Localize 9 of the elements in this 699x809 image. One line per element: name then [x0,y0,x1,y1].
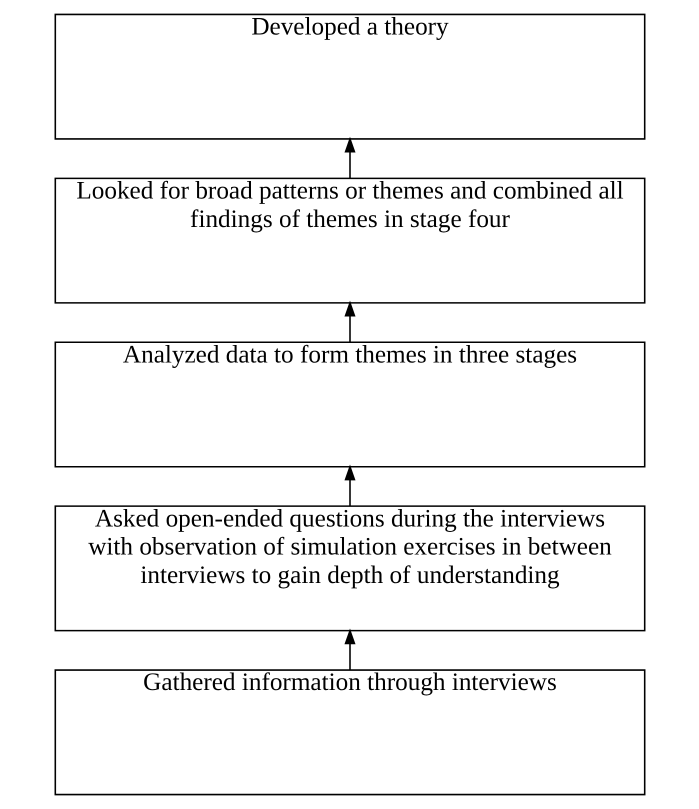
node-box: Developed a theory [54,14,645,140]
arrow [344,136,356,178]
node-box: Analyzed data to form themes in three stages [54,341,645,468]
arrow [344,628,356,670]
node-box: Gathered information through interviews [54,669,645,796]
arrow [344,464,356,506]
node-box: Asked open-ended questions during the interviews with observation of simulation exercises in between interviews to gain depth of understanding [54,505,645,632]
node-box: Looked for broad patterns or themes and combined all findings of themes in stage four [54,178,645,304]
arrow [344,300,356,342]
